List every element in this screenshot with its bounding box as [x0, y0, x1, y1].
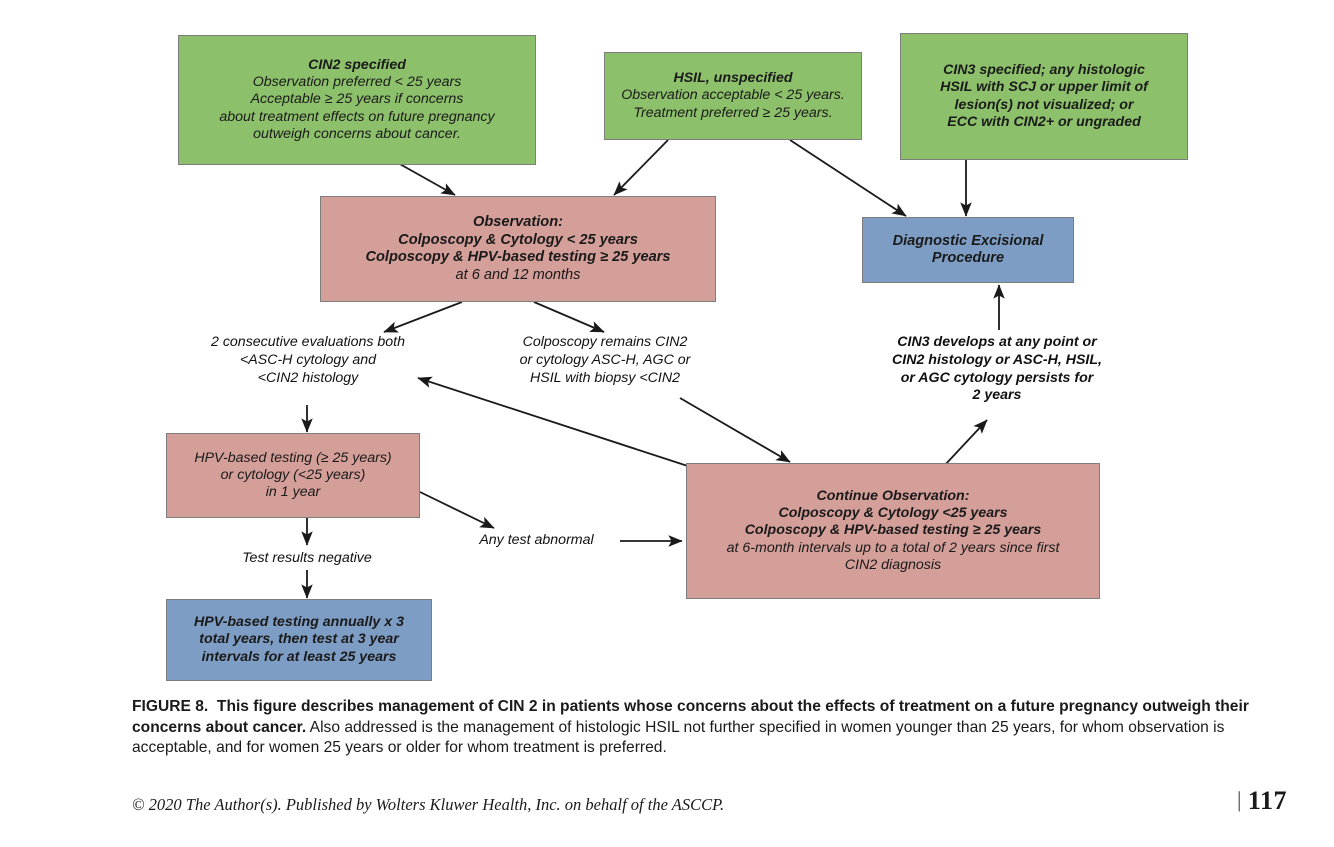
page-separator: | [1237, 787, 1242, 812]
node-cin3-specified[interactable]: CIN3 specified; any histologic HSIL with… [900, 33, 1188, 160]
node-line: Continue Observation: [816, 488, 970, 505]
caption-bold-text: This figure describes management of CIN … [132, 698, 1249, 736]
node-line: or cytology (<25 years) [220, 466, 366, 483]
edge-label-colposcopy-remains-cin2: Colposcopy remains CIN2 or cytology ASC-… [519, 334, 691, 386]
node-line: total years, then test at 3 year [199, 631, 399, 648]
arrow-right-branch-to-continue-obs [679, 397, 791, 463]
node-line: HSIL with SCJ or upper limit of [940, 79, 1148, 96]
node-line: CIN2 diagnosis [844, 556, 942, 573]
arrow-continue-obs-to-left-branch [417, 376, 701, 471]
node-line: Diagnostic Excisional [892, 232, 1044, 249]
flowchart-diagram: CIN2 specified Observation preferred < 2… [166, 33, 1188, 681]
edge-label-two-consecutive-evaluations: 2 consecutive evaluations both <ASC-H cy… [210, 334, 406, 386]
node-line: Acceptable ≥ 25 years if concerns [250, 91, 464, 108]
node-cin2-specified[interactable]: CIN2 specified Observation preferred < 2… [178, 35, 536, 165]
node-line: intervals for at least 25 years [201, 648, 397, 665]
node-line: about treatment effects on future pregna… [219, 108, 495, 125]
node-hpv-annual-surveillance[interactable]: HPV-based testing annually x 3 total yea… [166, 599, 432, 681]
edge-label-cin3-develops: CIN3 develops at any point or CIN2 histo… [892, 334, 1102, 404]
arrow-cin2-to-observation [397, 162, 456, 196]
figure-label: FIGURE 8. [132, 698, 209, 715]
arrow-hpv-testing-to-any-abnormal [419, 491, 495, 529]
node-line: Colposcopy & Cytology < 25 years [398, 231, 638, 248]
node-line: outweigh concerns about cancer. [253, 125, 461, 142]
arrow-observation-to-right-branch [533, 301, 605, 333]
node-line: at 6 and 12 months [455, 266, 581, 283]
node-hsil-unspecified[interactable]: HSIL, unspecified Observation acceptable… [604, 52, 862, 140]
node-line: HPV-based testing annually x 3 [194, 614, 404, 631]
node-continue-observation[interactable]: Continue Observation: Colposcopy & Cytol… [686, 463, 1100, 599]
node-line: Colposcopy & HPV-based testing ≥ 25 year… [365, 249, 671, 265]
node-observation[interactable]: Observation: Colposcopy & Cytology < 25 … [320, 196, 716, 302]
page-number-value: 117 [1247, 786, 1287, 815]
node-line: CIN2 specified [308, 57, 406, 74]
page-number: |117 [1237, 786, 1287, 816]
node-line: in 1 year [265, 484, 321, 501]
node-line: HPV-based testing (≥ 25 years) [194, 449, 392, 466]
node-line: Colposcopy & Cytology <25 years [778, 505, 1008, 522]
caption-rest-text: Also addressed is the management of hist… [132, 718, 1225, 757]
node-line: ECC with CIN2+ or ungraded [947, 113, 1141, 130]
node-line: HSIL, unspecified [673, 70, 793, 87]
arrow-hsil-to-observation [613, 139, 669, 196]
node-line: Observation acceptable < 25 years. [621, 87, 845, 104]
node-line: Treatment preferred ≥ 25 years. [633, 104, 833, 121]
edge-label-test-results-negative: Test results negative [242, 550, 372, 566]
arrow-observation-to-left-branch [383, 301, 463, 333]
node-line: CIN3 specified; any histologic [943, 62, 1145, 79]
edge-label-any-test-abnormal: Any test abnormal [479, 532, 594, 548]
node-hpv-based-testing-1-year[interactable]: HPV-based testing (≥ 25 years) or cytolo… [166, 433, 420, 518]
node-diagnostic-excisional-procedure[interactable]: Diagnostic Excisional Procedure [862, 217, 1074, 283]
copyright-line: © 2020 The Author(s). Published by Wolte… [132, 795, 725, 814]
node-line: Procedure [931, 250, 1005, 266]
node-line: Observation preferred < 25 years [252, 74, 462, 91]
node-line: Colposcopy & HPV-based testing ≥ 25 year… [744, 522, 1042, 539]
arrow-hsil-to-excisional [789, 139, 907, 217]
node-line: at 6-month intervals up to a total of 2 … [726, 539, 1060, 556]
node-line: Observation: [472, 214, 563, 230]
figure-caption: FIGURE 8. This figure describes manageme… [132, 697, 1287, 759]
arrow-continue-obs-to-cin3-develops [943, 419, 988, 467]
node-line: lesion(s) not visualized; or [954, 96, 1134, 113]
